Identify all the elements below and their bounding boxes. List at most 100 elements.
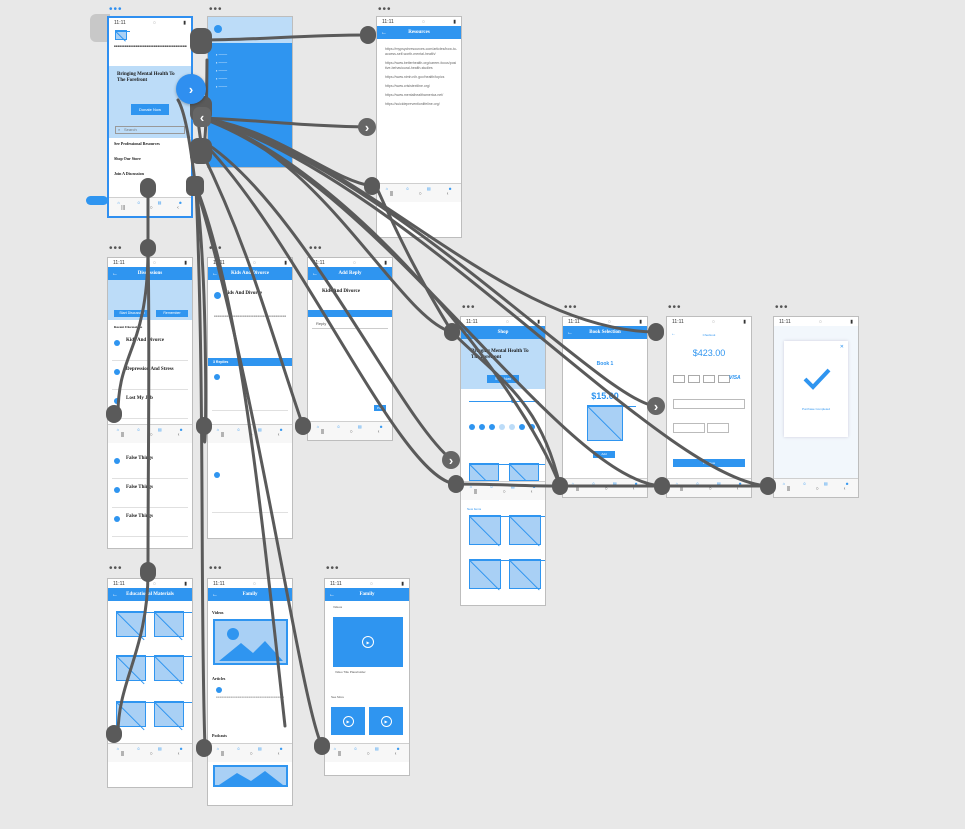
back-icon[interactable]: ‹: [446, 191, 449, 197]
back-icon[interactable]: ‹: [632, 486, 635, 492]
home-circle-icon[interactable]: ○: [149, 205, 153, 211]
account-nav-icon[interactable]: ☻: [179, 746, 184, 751]
resources-nav-icon[interactable]: ▤: [157, 200, 162, 205]
family-screen[interactable]: 11:11◌▮ ←Family Videos Articles ■■■■■■■■…: [207, 578, 293, 806]
artboard-menu-icon[interactable]: •••: [564, 302, 578, 313]
home-nav-icon[interactable]: ⌂: [316, 424, 320, 429]
home-circle-icon[interactable]: ○: [149, 432, 153, 438]
back-icon[interactable]: ‹: [277, 751, 280, 757]
resources-nav-icon[interactable]: ▤: [357, 424, 362, 429]
artboard-menu-icon[interactable]: •••: [209, 4, 223, 15]
recents-icon[interactable]: |||: [389, 191, 394, 197]
resources-nav-icon[interactable]: ▤: [257, 746, 262, 751]
search-input[interactable]: ⌕Search: [115, 126, 185, 134]
back-arrow-icon[interactable]: ←: [381, 29, 387, 36]
artboard-menu-icon[interactable]: •••: [209, 563, 223, 574]
social-nav-icon[interactable]: ☺: [136, 746, 141, 751]
back-icon[interactable]: ‹: [843, 486, 846, 492]
play-icon[interactable]: ▶: [362, 636, 374, 648]
prev-arrow-icon[interactable]: ‹: [193, 107, 211, 127]
recents-icon[interactable]: |||: [120, 432, 125, 438]
material-thumbnail[interactable]: [116, 655, 157, 681]
menu-items[interactable]: ▪ ───▪ ───▪ ───▪ ───▪ ───: [216, 52, 228, 89]
social-nav-icon[interactable]: ☺: [336, 424, 341, 429]
home-circle-icon[interactable]: ○: [815, 486, 819, 492]
recents-icon[interactable]: |||: [473, 489, 478, 495]
social-nav-icon[interactable]: ☺: [236, 746, 241, 751]
expiry-input[interactable]: [673, 423, 705, 433]
resources-screen[interactable]: 11:11◌▮ ←Resources https://mypsychresour…: [376, 16, 462, 238]
back-icon[interactable]: ‹: [377, 429, 380, 435]
recents-icon[interactable]: |||: [320, 429, 325, 435]
product-thumbnail[interactable]: [509, 559, 545, 589]
home-nav-icon[interactable]: ⌂: [675, 481, 679, 486]
card-options[interactable]: [673, 375, 730, 383]
home-nav-icon[interactable]: ⌂: [333, 746, 337, 751]
back-icon[interactable]: ‹: [177, 432, 180, 438]
social-nav-icon[interactable]: ☺: [591, 481, 596, 486]
account-nav-icon[interactable]: ☻: [448, 186, 453, 191]
account-nav-icon[interactable]: ☻: [634, 481, 639, 486]
recents-icon[interactable]: |||: [220, 751, 225, 757]
home-nav-icon[interactable]: ⌂: [117, 200, 120, 205]
artboard-menu-icon[interactable]: •••: [109, 243, 123, 254]
thread-screen[interactable]: 11:11◌▮ ←Kids And Divorce Kids And Divor…: [207, 257, 293, 539]
professional-resources-link[interactable]: See Professional Resources: [114, 141, 160, 146]
social-nav-icon[interactable]: ☺: [136, 200, 141, 205]
home-circle-icon[interactable]: ○: [708, 486, 712, 492]
back-icon[interactable]: ‹: [394, 751, 397, 757]
book-screen[interactable]: 11:11◌▮ ←Book Selection Book 1 $15.00 Ad…: [562, 316, 648, 498]
resource-link[interactable]: https://www.crisistextline.org/: [385, 84, 430, 88]
account-nav-icon[interactable]: ☻: [845, 481, 850, 486]
recents-icon[interactable]: |||: [786, 486, 791, 492]
recents-icon[interactable]: |||: [220, 432, 225, 438]
confirmation-screen[interactable]: 11:11◌▮ ✕ Purchase Completed ⌂☺▤☻ |||○‹: [773, 316, 859, 498]
back-arrow-icon[interactable]: ←: [112, 270, 118, 277]
back-icon[interactable]: ‹: [177, 205, 179, 211]
account-nav-icon[interactable]: ☻: [379, 424, 384, 429]
account-nav-icon[interactable]: ☻: [179, 427, 184, 432]
start-discussion-button[interactable]: Start Discussion: [114, 310, 150, 317]
video-thumbnail-image[interactable]: [213, 619, 288, 665]
card-number-input[interactable]: [673, 399, 745, 409]
video-tile[interactable]: ▶: [331, 707, 365, 735]
post-button[interactable]: Post: [374, 405, 386, 411]
account-nav-icon[interactable]: ☻: [738, 481, 743, 486]
account-nav-icon[interactable]: ☻: [396, 746, 401, 751]
recents-icon[interactable]: |||: [575, 486, 580, 492]
resources-nav-icon[interactable]: ▤: [716, 481, 721, 486]
social-nav-icon[interactable]: ☺: [405, 186, 410, 191]
resource-link[interactable]: https://mypsychresources.com/articles/ho…: [385, 47, 457, 56]
home-nav-icon[interactable]: ⌂: [782, 481, 786, 486]
product-thumbnail[interactable]: [469, 463, 510, 481]
back-icon[interactable]: ‹: [736, 486, 739, 492]
play-icon[interactable]: ▶: [342, 715, 354, 727]
home-circle-icon[interactable]: ○: [149, 751, 153, 757]
resources-nav-icon[interactable]: ▤: [257, 427, 262, 432]
play-icon[interactable]: ▶: [380, 715, 392, 727]
social-nav-icon[interactable]: ☺: [802, 481, 807, 486]
scroll-indicator[interactable]: [86, 196, 108, 205]
home-circle-icon[interactable]: ○: [366, 751, 370, 757]
list-item[interactable]: False Things: [112, 454, 188, 479]
join-discussion-link[interactable]: Join A Discussion: [114, 171, 144, 176]
next-arrow-icon[interactable]: ›: [176, 74, 206, 104]
resource-link[interactable]: https://suicidepreventionlifeline.org/: [385, 102, 440, 106]
resource-link[interactable]: https://www.betterhealth.org/career-focu…: [385, 61, 457, 70]
account-nav-icon[interactable]: ☻: [279, 746, 284, 751]
material-thumbnail[interactable]: [154, 611, 192, 637]
home-nav-icon[interactable]: ⌂: [469, 484, 473, 489]
social-nav-icon[interactable]: ☺: [489, 484, 494, 489]
back-arrow-icon[interactable]: ←: [212, 270, 218, 277]
shop-store-link[interactable]: Shop Our Store: [114, 156, 141, 161]
podcast-thumbnail[interactable]: [213, 765, 288, 787]
recents-icon[interactable]: |||: [120, 751, 125, 757]
reply-textarea[interactable]: [312, 328, 388, 405]
home-circle-icon[interactable]: ○: [349, 429, 353, 435]
home-circle-icon[interactable]: ○: [418, 191, 422, 197]
education-screen[interactable]: 11:11◌▮ ←Educational Materials ⌂☺▤☻ |||○…: [107, 578, 193, 788]
artboard-menu-icon[interactable]: •••: [668, 302, 682, 313]
home-nav-icon[interactable]: ⌂: [116, 427, 120, 432]
resources-nav-icon[interactable]: ▤: [612, 481, 617, 486]
home-circle-icon[interactable]: ○: [502, 489, 506, 495]
